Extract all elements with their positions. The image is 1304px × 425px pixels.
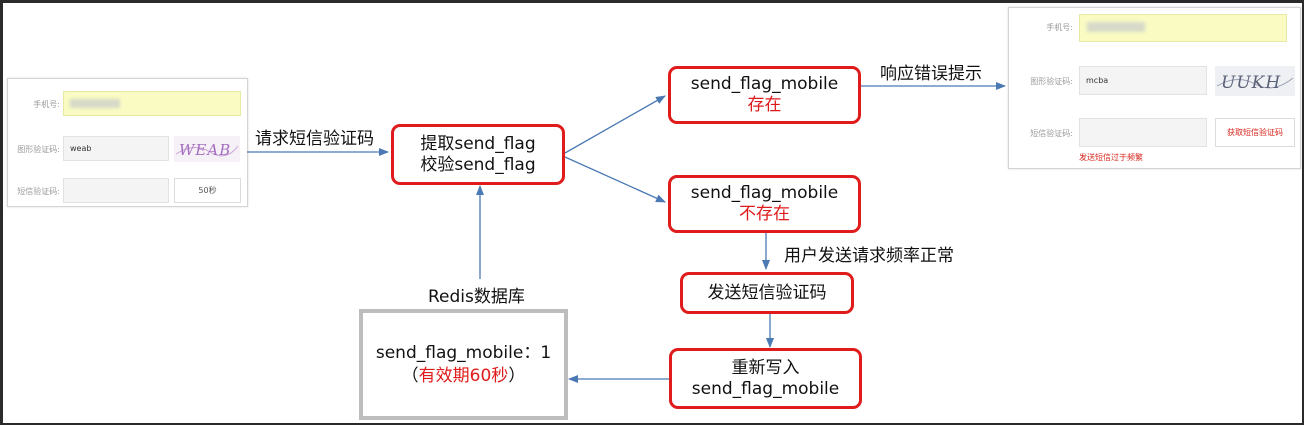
phone-label: 手机号: [33, 100, 60, 109]
error-text: 发送短信过于频繁 [1079, 153, 1143, 162]
captcha-text: WEAB [179, 141, 231, 159]
node-rewrite-flag: 重新写入 send_flag_mobile [669, 348, 862, 409]
captcha-image[interactable]: WEAB [174, 136, 240, 162]
captcha-text: UUKH [1221, 73, 1281, 93]
countdown-button[interactable]: 50秒 [174, 178, 241, 203]
arrow-extract-to-notexists [564, 156, 666, 203]
diagram-canvas: 手机号: 图形验证码: weab WEAB 短信验证码: 50秒 手机号: 图形… [3, 3, 1302, 423]
captcha-image[interactable]: UUKH [1215, 66, 1295, 96]
captcha-input[interactable]: mcba [1079, 66, 1207, 95]
node-flag-not-exists: send_flag_mobile 不存在 [668, 175, 861, 233]
node-extract-check: 提取send_flag 校验send_flag [391, 124, 565, 185]
sms-label: 短信验证码: [17, 187, 60, 196]
captcha-label: 图形验证码: [1030, 77, 1073, 86]
redis-paren-open: （ [401, 365, 419, 386]
captcha-label: 图形验证码: [17, 145, 60, 154]
sms-code-input[interactable] [1079, 118, 1207, 147]
redis-ttl: 有效期60秒 [418, 365, 509, 386]
captcha-input[interactable]: weab [63, 136, 169, 161]
node-flag-exists: send_flag_mobile 存在 [668, 66, 861, 124]
redis-entry-line2: （有效期60秒） [402, 365, 526, 388]
label-redis-db: Redis数据库 [428, 287, 525, 307]
node-rewrite-line2: send_flag_mobile [691, 378, 840, 399]
label-request-sms: 请求短信验证码 [255, 129, 374, 149]
sms-label: 短信验证码: [1030, 129, 1073, 138]
node-notexists-line2: 不存在 [739, 204, 790, 224]
arrow-extract-to-exists [564, 95, 666, 154]
node-send-line1: 发送短信验证码 [707, 282, 827, 303]
node-notexists-line1: send_flag_mobile [690, 183, 839, 203]
label-normal-rate: 用户发送请求频率正常 [784, 246, 954, 266]
redis-entry-box: send_flag_mobile：1 （有效期60秒） [359, 309, 568, 420]
left-form-screenshot: 手机号: 图形验证码: weab WEAB 短信验证码: 50秒 [7, 78, 248, 207]
right-form-screenshot: 手机号: 图形验证码: mcba UUKH 短信验证码: 获取短信验证码 发送短… [1008, 7, 1301, 169]
phone-redacted [70, 99, 120, 108]
redis-paren-close: ） [508, 365, 526, 386]
node-exists-line1: send_flag_mobile [690, 74, 839, 94]
node-exists-line2: 存在 [747, 95, 782, 115]
arrows-layer [247, 82, 1006, 383]
node-send-sms: 发送短信验证码 [680, 272, 854, 314]
phone-label: 手机号: [1046, 23, 1073, 32]
node-extract-line1: 提取send_flag [420, 133, 536, 154]
phone-redacted [1087, 22, 1145, 32]
sms-code-input[interactable] [63, 178, 169, 203]
node-rewrite-line1: 重新写入 [731, 357, 800, 378]
get-sms-code-button[interactable]: 获取短信验证码 [1215, 118, 1295, 147]
node-extract-line2: 校验send_flag [420, 154, 536, 175]
redis-entry-line1: send_flag_mobile：1 [375, 342, 552, 363]
label-error-response: 响应错误提示 [880, 64, 982, 84]
